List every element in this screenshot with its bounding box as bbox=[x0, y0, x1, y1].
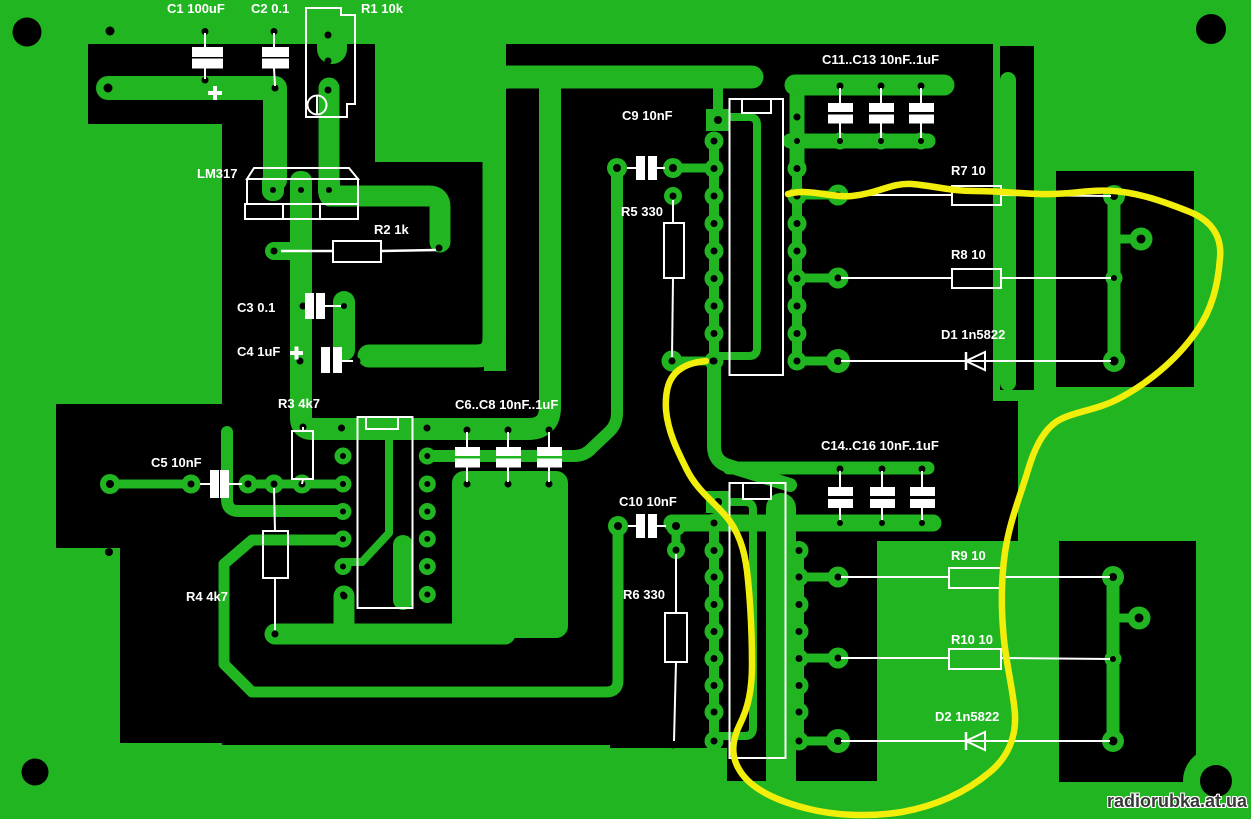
drill-holes bbox=[103, 28, 1146, 749]
capacitors-c11-c13 bbox=[828, 88, 934, 138]
capacitor-c5 bbox=[200, 470, 242, 498]
resistor-r5 bbox=[663, 200, 685, 358]
diode-d2 bbox=[841, 730, 1110, 752]
resistor-r4 bbox=[262, 487, 289, 630]
label-r8: R8 10 bbox=[951, 247, 986, 262]
label-r3: R3 4k7 bbox=[278, 396, 320, 411]
mounting-holes bbox=[12, 14, 1249, 814]
label-c1: C1 100uF bbox=[167, 1, 225, 16]
label-r10: R10 10 bbox=[951, 632, 993, 647]
label-d1: D1 1n5822 bbox=[941, 327, 1006, 342]
lm317-pads bbox=[262, 171, 340, 201]
label-r7: R7 10 bbox=[951, 163, 986, 178]
mounting-hole-bottom-right bbox=[1200, 765, 1232, 797]
capacitor-c10 bbox=[628, 514, 666, 538]
label-c14c16: C14..C16 10nF..1uF bbox=[821, 438, 939, 453]
ic2-outline bbox=[728, 482, 787, 759]
label-c6c8: C6..C8 10nF..1uF bbox=[455, 397, 559, 412]
resistor-r3 bbox=[291, 427, 314, 485]
ic1-outline bbox=[728, 98, 784, 376]
copper-planes bbox=[452, 471, 568, 638]
capacitor-c1 bbox=[192, 33, 223, 100]
capacitor-c3 bbox=[305, 293, 341, 319]
mounting-hole-top-left bbox=[12, 17, 42, 47]
label-c11c13: C11..C13 10nF..1uF bbox=[822, 52, 940, 67]
capacitor-c4 bbox=[290, 346, 353, 373]
label-r5: R5 330 bbox=[621, 204, 663, 219]
annotation-yellow-loop bbox=[662, 180, 1224, 819]
resistor-r6 bbox=[664, 554, 688, 742]
capacitors-c14-c16 bbox=[828, 471, 935, 520]
resistor-r10 bbox=[841, 648, 1111, 670]
label-c9: C9 10nF bbox=[622, 108, 673, 123]
label-c3: C3 0.1 bbox=[237, 300, 276, 315]
label-lm317: LM317 bbox=[197, 166, 238, 181]
capacitor-c2 bbox=[262, 33, 289, 87]
capacitors-c6-c8 bbox=[455, 432, 562, 482]
label-r2: R2 1k bbox=[374, 222, 409, 237]
label-r1: R1 10k bbox=[361, 1, 403, 16]
diode-d1 bbox=[841, 350, 1111, 372]
label-r4: R4 4k7 bbox=[186, 589, 228, 604]
ic-left-outline bbox=[356, 416, 414, 609]
resistor-r8 bbox=[841, 268, 1111, 289]
label-c4: C4 1uF bbox=[237, 344, 281, 359]
label-d2: D2 1n5822 bbox=[935, 709, 1000, 724]
trimmer-r1 bbox=[305, 7, 356, 118]
label-r6: R6 330 bbox=[623, 587, 665, 602]
small-hole-top-left bbox=[105, 26, 115, 36]
label-c2: C2 0.1 bbox=[251, 1, 290, 16]
mounting-hole-top-right bbox=[1196, 14, 1226, 44]
resistor-r2 bbox=[281, 240, 437, 263]
label-r9: R9 10 bbox=[951, 548, 986, 563]
mounting-hole-bottom-left bbox=[21, 758, 49, 786]
label-c10: C10 10nF bbox=[619, 494, 677, 509]
regulator-lm317-outline bbox=[244, 167, 361, 220]
label-c5: C5 10nF bbox=[151, 455, 202, 470]
watermark: radiorubka.at.ua bbox=[1106, 791, 1247, 811]
capacitor-c9 bbox=[627, 156, 665, 180]
